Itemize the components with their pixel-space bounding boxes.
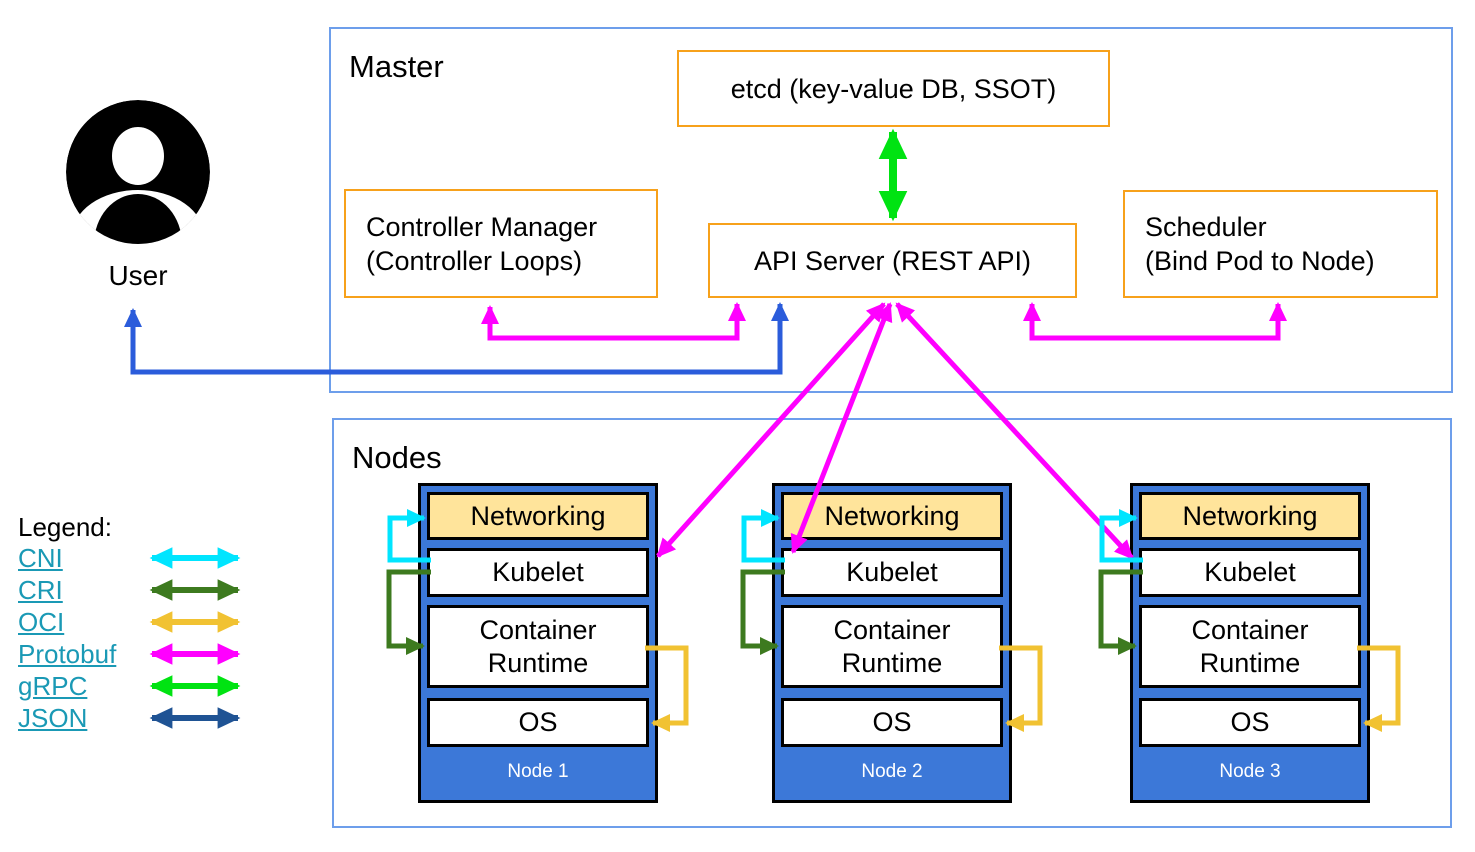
legend-link-oci[interactable]: OCI [18, 607, 65, 637]
nodes-panel-title: Nodes [352, 440, 442, 475]
kubelet-label: Kubelet [492, 557, 584, 587]
legend-link-grpc[interactable]: gRPC [18, 671, 88, 701]
networking-label: Networking [824, 500, 960, 531]
node-2-name-label: Node 2 [861, 761, 923, 782]
node-3-os-box: OS [1139, 698, 1361, 747]
legend-link-cni[interactable]: CNI [18, 543, 63, 573]
api-server-box: API Server (REST API) [708, 223, 1077, 298]
node-3-kubelet-box: Kubelet [1139, 548, 1361, 597]
networking-label: Networking [470, 500, 606, 531]
node-1-kubelet-box: Kubelet [427, 548, 649, 597]
container-runtime-label: Container Runtime [1191, 614, 1309, 678]
scheduler-label-line1: Scheduler [1145, 212, 1267, 242]
networking-label: Networking [1182, 500, 1318, 531]
node-2-os-box: OS [781, 698, 1003, 747]
master-panel-title: Master [349, 49, 444, 84]
legend-link-json[interactable]: JSON [18, 703, 88, 733]
node-2-networking-box: Networking [781, 492, 1003, 540]
etcd-box: etcd (key-value DB, SSOT) [677, 50, 1110, 127]
kubelet-label: Kubelet [846, 557, 938, 587]
node-3-box: Networking Kubelet Container Runtime OS … [1130, 483, 1370, 803]
user-label: User [108, 260, 168, 291]
controller-manager-label-line2: (Controller Loops) [366, 245, 583, 276]
api-server-label: API Server (REST API) [753, 245, 1032, 276]
etcd-label: etcd (key-value DB, SSOT) [730, 73, 1057, 104]
node-1-box: Networking Kubelet Container Runtime OS … [418, 483, 658, 803]
os-label: OS [1230, 707, 1270, 737]
node-2-kubelet-box: Kubelet [781, 548, 1003, 597]
node-1-container-runtime-box: Container Runtime [427, 605, 649, 688]
node-3-name-label: Node 3 [1219, 761, 1281, 782]
node-3-networking-box: Networking [1139, 492, 1361, 540]
user-icon [66, 100, 210, 244]
controller-manager-label-line1: Controller Manager [366, 211, 598, 242]
node-1-networking-box: Networking [427, 492, 649, 540]
os-label: OS [872, 707, 912, 737]
os-label: OS [518, 707, 558, 737]
legend-link-protobuf[interactable]: Protobuf [18, 639, 117, 669]
node-2-container-runtime-box: Container Runtime [781, 605, 1003, 688]
legend-link-cri[interactable]: CRI [18, 575, 63, 605]
scheduler-box: Scheduler (Bind Pod to Node) [1123, 190, 1438, 298]
scheduler-label-line2: (Bind Pod to Node) [1145, 246, 1375, 276]
kubelet-label: Kubelet [1204, 557, 1296, 587]
controller-manager-box: Controller Manager (Controller Loops) [344, 189, 658, 298]
legend-title: Legend: [18, 512, 112, 542]
node-1-os-box: OS [427, 698, 649, 747]
container-runtime-label: Container Runtime [479, 614, 597, 678]
container-runtime-label: Container Runtime [833, 614, 951, 678]
node-3-container-runtime-box: Container Runtime [1139, 605, 1361, 688]
node-2-box: Networking Kubelet Container Runtime OS … [772, 483, 1012, 803]
node-1-name-label: Node 1 [507, 761, 569, 782]
